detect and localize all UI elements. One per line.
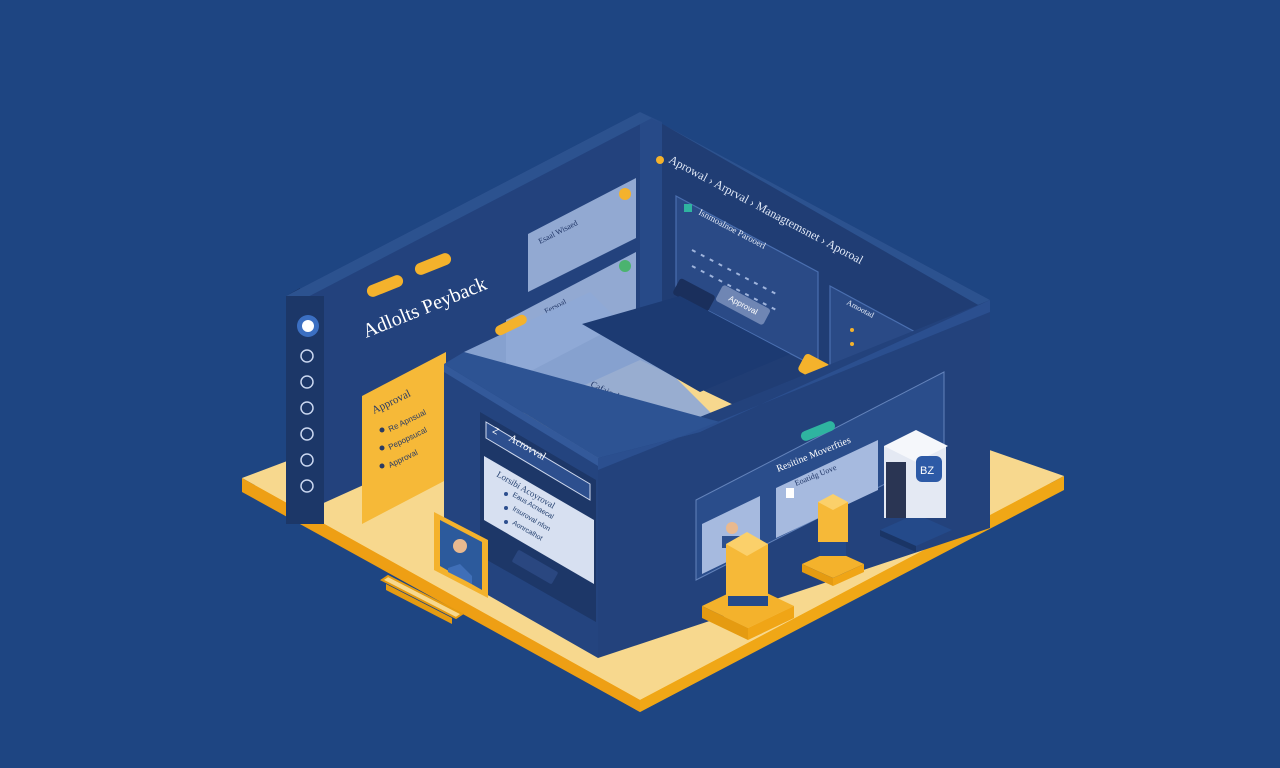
chart-icon[interactable]: [300, 401, 314, 415]
server-unit: BZ: [880, 430, 952, 552]
front-panel-button[interactable]: [512, 549, 559, 584]
grid-icon[interactable]: [300, 349, 314, 363]
left-sidebar: [286, 296, 324, 524]
front-approval-panel: Z Acrovval Lorsibi Acoyroval Eaus Acnaec…: [480, 412, 596, 622]
breadcrumb-icon: [656, 156, 664, 164]
clock-icon[interactable]: [300, 453, 314, 467]
approval-note: Approval Re Apnsual Pepopsucal Approval: [362, 352, 446, 524]
inner-floor: [582, 296, 790, 392]
secondary-button[interactable]: [672, 278, 716, 313]
profile-photo-frame[interactable]: [434, 512, 488, 598]
avatar[interactable]: [702, 496, 760, 574]
drawer-handle[interactable]: [380, 574, 464, 624]
logo-icon[interactable]: [297, 315, 319, 337]
teal-badge-icon: [684, 204, 692, 212]
tag-pill-2[interactable]: [413, 251, 453, 276]
pillar-large: [702, 532, 794, 640]
pillar-small: [802, 494, 864, 586]
approval-button[interactable]: [715, 284, 771, 325]
document-icon[interactable]: [300, 427, 314, 441]
history-icon[interactable]: [300, 479, 314, 493]
tag-pill-1[interactable]: [365, 273, 405, 298]
server-label: BZ: [920, 465, 934, 477]
front-right-screens: Resitine Moverfties Eoatidg Uove: [695, 371, 945, 581]
settings-icon[interactable]: [300, 375, 314, 389]
front-panel-logo: Z: [491, 425, 501, 437]
